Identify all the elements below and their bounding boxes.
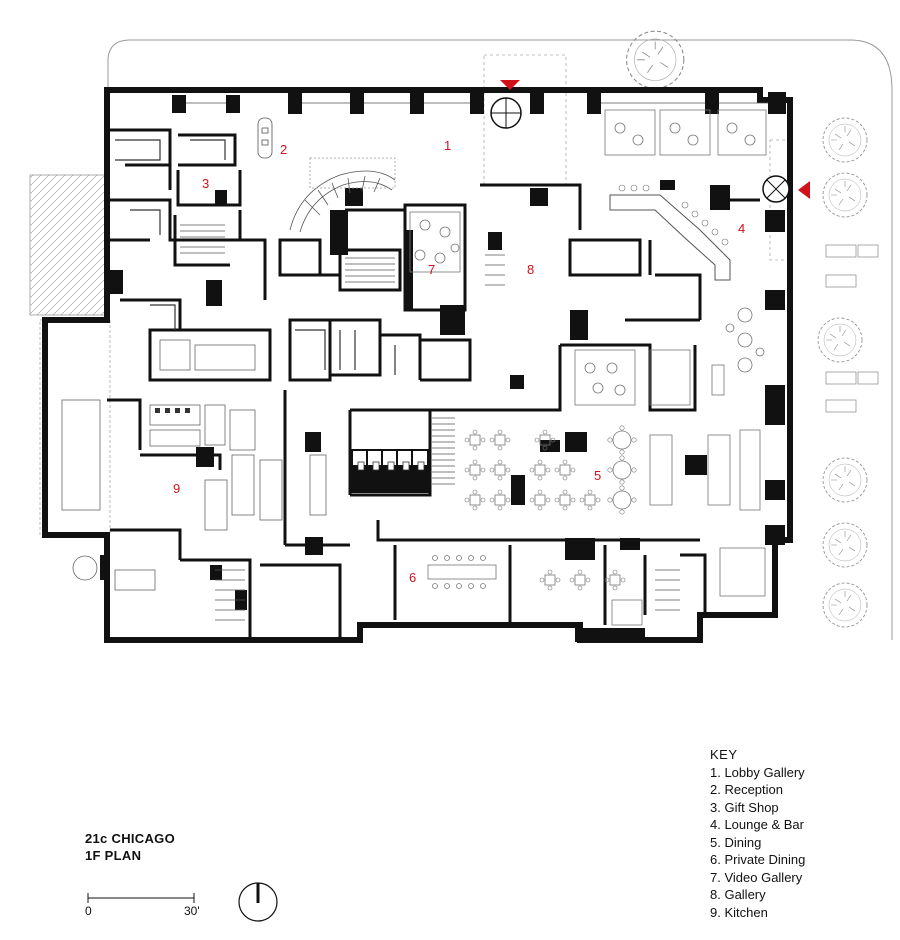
scale-end-label: 30': [184, 904, 200, 918]
legend-item: 8. Gallery: [710, 887, 766, 902]
room-number-private-dining: 6: [409, 570, 416, 585]
room-number-reception: 2: [280, 142, 287, 157]
bar-counter: [609, 184, 731, 281]
room-number-lounge-bar: 4: [738, 221, 745, 236]
legend-item: 9. Kitchen: [710, 904, 768, 920]
interior-walls: [107, 128, 760, 640]
room-number-gallery: 8: [527, 262, 534, 277]
revolving-door-icon: [490, 97, 790, 203]
legend-item: 6. Private Dining: [710, 852, 806, 867]
legend-heading: KEY: [710, 747, 738, 762]
legend-item: 3. Gift Shop: [710, 799, 779, 815]
legend-item: 7. Video Gallery: [710, 869, 803, 885]
exterior-landing: [39, 319, 111, 536]
entry-marker-icon: [500, 80, 810, 199]
kitchen-equipment: [61, 339, 327, 591]
reception-desk: [257, 117, 273, 159]
plan-title-line1: 21c CHICAGO: [85, 831, 175, 846]
scale-bar: [87, 893, 195, 903]
tree-icon: [626, 30, 868, 628]
room-number-dining: 5: [594, 468, 601, 483]
private-dining-table: [427, 555, 497, 589]
video-gallery-seating: [409, 211, 461, 273]
exterior-terrace: [29, 174, 106, 316]
room-number-gift-shop: 3: [202, 176, 209, 191]
stair: [180, 224, 680, 621]
curved-stair: [289, 157, 396, 233]
plan-title: 21c CHICAGO 1F PLAN: [85, 830, 175, 864]
room-number-lobby-gallery: 1: [444, 138, 451, 153]
facade-piers: [172, 92, 786, 545]
legend-key: KEY 1. Lobby Gallery 2. Reception 3. Gif…: [710, 746, 805, 921]
legend-item: 2. Reception: [710, 782, 783, 797]
room-number-video-gallery: 7: [428, 262, 435, 277]
scale-start-label: 0: [85, 904, 92, 918]
legend-item: 5. Dining: [710, 834, 762, 850]
north-arrow-icon: [238, 882, 278, 922]
exterior-walls: [42, 87, 793, 643]
legend-item: 4. Lounge & Bar: [710, 817, 804, 832]
legend-item: 1. Lobby Gallery: [710, 764, 805, 780]
lounge-booths: [604, 109, 767, 156]
structural-columns: [100, 180, 730, 642]
sidewalk-outline: [107, 39, 893, 640]
room-number-kitchen: 9: [173, 481, 180, 496]
sidewalk-seating: [825, 244, 879, 413]
plan-title-line2: 1F PLAN: [85, 848, 142, 863]
